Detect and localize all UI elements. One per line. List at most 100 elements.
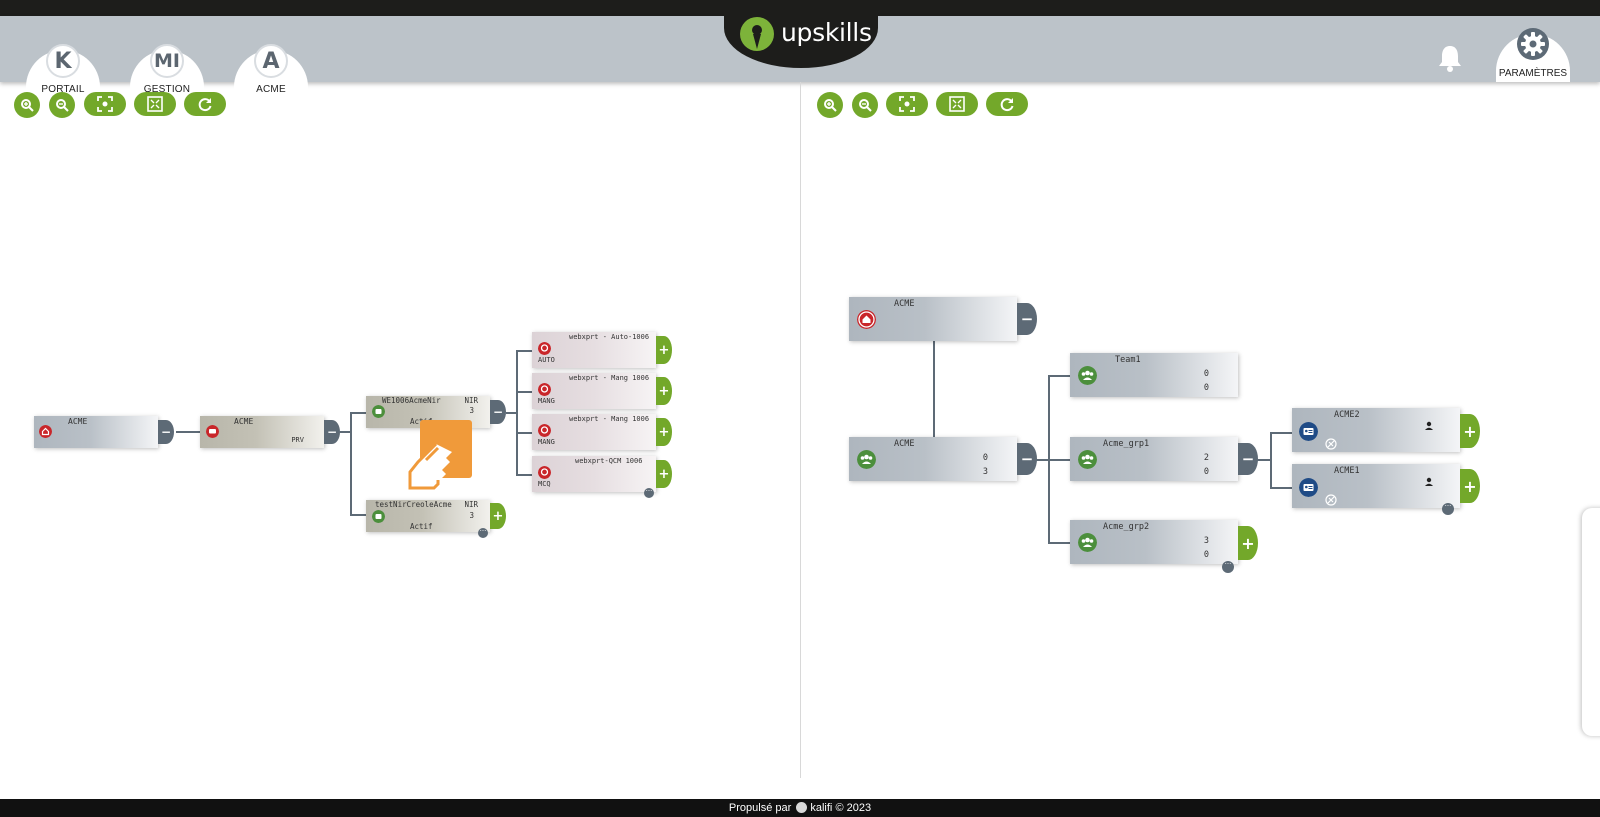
user-icon[interactable] bbox=[1424, 421, 1434, 431]
fit-screen-icon bbox=[147, 96, 163, 112]
node-title: webxprt - Mang 1006 bbox=[569, 374, 650, 382]
fit-view-button[interactable] bbox=[936, 92, 978, 116]
connector bbox=[1270, 432, 1292, 434]
connector bbox=[1034, 459, 1048, 461]
refresh-icon bbox=[198, 98, 212, 112]
collapse-button[interactable]: − bbox=[1238, 443, 1258, 475]
tree-node-acme-prv[interactable]: ACME PRV bbox=[200, 416, 324, 448]
node-count: 3 bbox=[469, 406, 474, 415]
zoom-in-icon bbox=[21, 99, 34, 112]
gestion-avatar: MI bbox=[150, 44, 184, 78]
chat-icon bbox=[538, 342, 551, 355]
expand-button[interactable]: + bbox=[656, 460, 672, 488]
expand-button[interactable]: + bbox=[656, 336, 672, 364]
node-tag: MANG bbox=[538, 397, 555, 405]
collapse-button[interactable]: − bbox=[158, 420, 174, 444]
expand-button[interactable]: + bbox=[656, 418, 672, 446]
tree-node-acme-mid[interactable]: ACME 0 3 bbox=[849, 437, 1017, 481]
unlink-icon[interactable] bbox=[1325, 494, 1337, 506]
tree-node-acme2[interactable]: ACME2 bbox=[1292, 408, 1460, 452]
tree-node-webxprt-qcm[interactable]: webxprt-QCM 1006 MCQ bbox=[532, 456, 656, 492]
tree-node-acme-top[interactable]: ACME bbox=[849, 297, 1017, 341]
zoom-in-button[interactable] bbox=[817, 92, 843, 118]
node-value-2: 0 bbox=[1203, 550, 1209, 560]
settings-label: PARAMÈTRES bbox=[1498, 68, 1568, 79]
collapse-button[interactable]: − bbox=[324, 420, 340, 444]
tree-node-webxprt-mang-2[interactable]: webxprt - Mang 1006 MANG bbox=[532, 414, 656, 450]
center-view-button[interactable] bbox=[886, 92, 928, 116]
collapse-button[interactable]: − bbox=[1017, 443, 1037, 475]
tree-node-webxprt-mang-1[interactable]: webxprt - Mang 1006 MANG bbox=[532, 373, 656, 409]
node-value-1: 0 bbox=[982, 453, 988, 463]
node-title: webxprt - Mang 1006 bbox=[569, 415, 650, 423]
touch-edit-icon[interactable] bbox=[406, 420, 474, 492]
refresh-button[interactable] bbox=[184, 92, 226, 116]
connector bbox=[176, 431, 200, 433]
zoom-out-button[interactable] bbox=[852, 92, 878, 118]
expand-button[interactable]: + bbox=[1238, 526, 1258, 560]
tree-node-testnircreoleacme[interactable]: testNirCreoleAcme NIR 3 Actif bbox=[366, 500, 490, 532]
node-title: WE1006AcmeNir bbox=[382, 396, 441, 405]
more-options-icon[interactable]: ··· bbox=[478, 528, 488, 538]
acme-avatar: A bbox=[254, 44, 288, 78]
node-value-1: 3 bbox=[1203, 536, 1209, 546]
connector bbox=[340, 431, 350, 433]
unlink-icon[interactable] bbox=[1325, 438, 1337, 450]
expand-button[interactable]: + bbox=[1460, 414, 1480, 448]
connector bbox=[516, 474, 532, 476]
home-icon bbox=[39, 425, 52, 438]
node-title: ACME bbox=[234, 417, 254, 426]
users-icon bbox=[857, 450, 876, 469]
tree-node-team1[interactable]: Team1 0 0 bbox=[1070, 353, 1238, 397]
chat-icon bbox=[206, 425, 219, 438]
zoom-in-button[interactable] bbox=[14, 92, 40, 118]
focus-icon bbox=[97, 96, 113, 112]
node-tag: MCQ bbox=[538, 480, 551, 488]
refresh-button[interactable] bbox=[986, 92, 1028, 116]
footer-brand[interactable]: kalifi bbox=[810, 802, 833, 814]
tree-node-acme1[interactable]: ACME1 bbox=[1292, 464, 1460, 508]
footer-prefix: Propulsé par bbox=[728, 802, 792, 814]
users-icon bbox=[1078, 533, 1097, 552]
nav-tab-portail[interactable]: K PORTAIL bbox=[26, 44, 100, 98]
tree-node-acme-grp1[interactable]: Acme_grp1 2 0 bbox=[1070, 437, 1238, 481]
node-title: ACME bbox=[894, 439, 915, 449]
center-view-button[interactable] bbox=[84, 92, 126, 116]
expand-button[interactable]: + bbox=[490, 503, 506, 529]
nav-tab-portail-label: PORTAIL bbox=[41, 84, 85, 95]
brand-logo[interactable] bbox=[724, 0, 878, 68]
focus-icon bbox=[899, 96, 915, 112]
collapse-button[interactable]: − bbox=[1017, 303, 1037, 335]
nav-tab-acme[interactable]: A ACME bbox=[234, 44, 308, 98]
node-kind: NIR bbox=[464, 396, 478, 405]
node-title: ACME1 bbox=[1334, 466, 1360, 476]
node-status: Actif bbox=[410, 522, 433, 531]
zoom-out-button[interactable] bbox=[49, 92, 75, 118]
expand-button[interactable]: + bbox=[656, 377, 672, 405]
more-options-icon[interactable]: ··· bbox=[1222, 561, 1234, 573]
bell-icon[interactable] bbox=[1434, 42, 1466, 74]
connector bbox=[516, 350, 518, 476]
settings-tab[interactable]: PARAMÈTRES bbox=[1496, 28, 1570, 82]
more-options-icon[interactable]: ··· bbox=[644, 488, 654, 498]
chat-icon bbox=[538, 466, 551, 479]
collapse-button[interactable]: − bbox=[490, 400, 506, 424]
tree-node-acme-grp2[interactable]: Acme_grp2 3 0 bbox=[1070, 520, 1238, 564]
expand-button[interactable]: + bbox=[1460, 469, 1480, 503]
node-value-1: 0 bbox=[1203, 369, 1209, 379]
node-title: webxprt-QCM 1006 bbox=[575, 457, 643, 465]
user-icon[interactable] bbox=[1424, 477, 1434, 487]
tree-node-webxprt-auto[interactable]: webxprt - Auto-1006 AUTO bbox=[532, 332, 656, 368]
connector bbox=[350, 412, 366, 414]
connector bbox=[516, 391, 532, 393]
tree-node-acme-root[interactable]: ACME bbox=[34, 416, 158, 448]
kalifi-logo-icon bbox=[796, 802, 808, 813]
more-options-icon[interactable]: ··· bbox=[1442, 503, 1454, 515]
fit-view-button[interactable] bbox=[134, 92, 176, 116]
side-panel-handle[interactable] bbox=[1582, 508, 1600, 736]
zoom-out-icon bbox=[859, 99, 872, 112]
nav-tab-gestion[interactable]: MI GESTION bbox=[130, 44, 204, 98]
connector bbox=[1256, 459, 1270, 461]
home-icon bbox=[857, 310, 876, 329]
